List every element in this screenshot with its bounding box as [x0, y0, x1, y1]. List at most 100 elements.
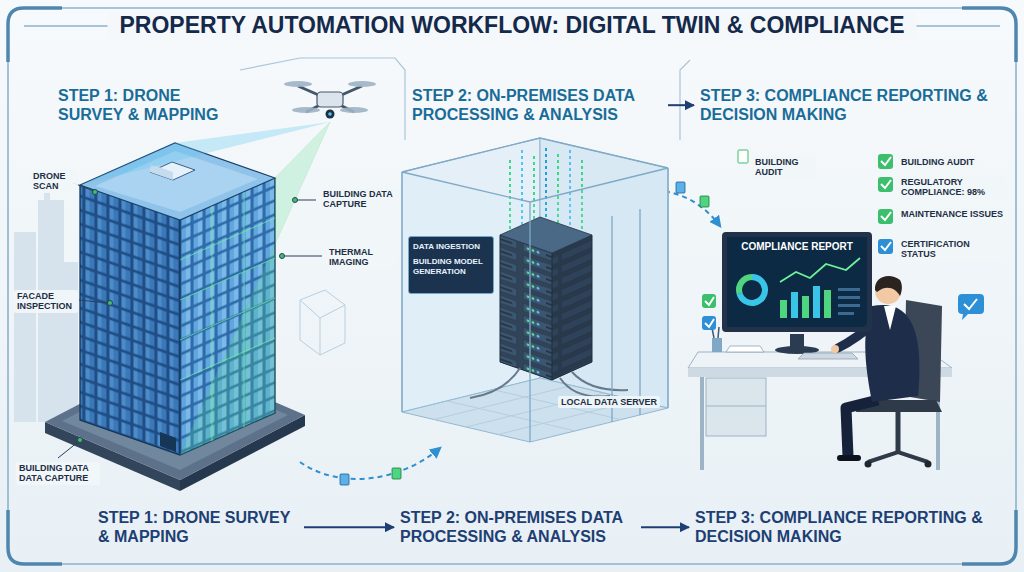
person	[884, 306, 896, 330]
node-text: COMPLIANCE REPORT	[731, 241, 863, 253]
person	[846, 400, 878, 456]
flow-arrow	[641, 526, 689, 528]
city-skyline	[14, 232, 36, 422]
leader-line	[58, 183, 322, 458]
desk	[798, 353, 858, 359]
building	[80, 185, 180, 455]
chair	[868, 452, 928, 462]
leader-line	[296, 200, 316, 201]
monitor-screen-art	[813, 286, 820, 318]
frame	[8, 510, 62, 564]
drone	[317, 92, 343, 107]
desk	[700, 376, 704, 470]
person	[831, 276, 919, 458]
frame	[8, 8, 1016, 564]
city-skyline	[14, 186, 78, 422]
callout-label: DRONE SCAN	[30, 170, 78, 193]
callout-label: BUILDING DATA DATA CAPTURE	[16, 462, 100, 485]
callout-label: THERMAL IMAGING	[326, 246, 396, 269]
node-text: STEP 1: DRONE SURVEY & MAPPING	[98, 508, 298, 546]
check-icon	[738, 150, 748, 163]
flow-arrow	[668, 104, 694, 106]
building	[80, 185, 180, 455]
check-icon	[878, 177, 893, 192]
chair	[925, 461, 932, 468]
check-icon	[705, 319, 714, 327]
node-text: BUILDING MODEL GENERATION	[413, 257, 489, 277]
node-text: STEP 2: ON-PREMISES DATA PROCESSING & AN…	[400, 508, 635, 546]
check-icon	[702, 294, 716, 308]
monitor-screen-art	[780, 258, 860, 282]
node-text: DATA INGESTION	[413, 242, 489, 252]
frame	[962, 8, 1016, 62]
check-icon	[958, 294, 984, 320]
callout-label: REGULATORY COMPLIANCE: 98%	[898, 176, 1006, 199]
monitor-screen-art	[824, 290, 831, 318]
callout-label: BUILDING AUDIT	[898, 156, 977, 168]
data-flow	[676, 182, 685, 193]
drone	[328, 112, 332, 116]
step-label: STEP 1: DRONE SURVEY & MAPPING	[98, 508, 298, 546]
scan-beam	[180, 192, 275, 441]
frame	[8, 8, 62, 62]
node-text: STEP 2: ON-PREMISES DATA PROCESSING & AN…	[412, 86, 662, 124]
scan-beam	[180, 122, 330, 455]
person	[838, 320, 878, 348]
data-flow	[392, 468, 401, 479]
drone	[326, 110, 335, 119]
glass-wall	[402, 172, 530, 442]
callout-label: BUILDING DATA CAPTURE	[320, 188, 400, 211]
step-heading: STEP 2: ON-PREMISES DATA PROCESSING & AN…	[412, 86, 662, 124]
chair	[896, 412, 901, 452]
monitor-screen-art	[727, 237, 867, 327]
screen-panel: DATA INGESTION BUILDING MODEL GENERATION	[408, 236, 494, 294]
city-skyline	[62, 262, 78, 422]
person	[831, 345, 839, 353]
step-heading: STEP 1: DRONE SURVEY & MAPPING	[58, 86, 236, 124]
step-label: STEP 2: ON-PREMISES DATA PROCESSING & AN…	[400, 508, 635, 546]
monitor-screen-art	[727, 237, 867, 327]
monitor-screen-art	[802, 296, 809, 318]
monitor-screen-art	[838, 312, 854, 315]
drone	[284, 81, 376, 119]
leader-line	[79, 300, 108, 303]
person	[875, 276, 902, 296]
check-icon	[705, 297, 714, 305]
monitor-screen-art	[739, 277, 765, 303]
monitor-screen-art	[740, 277, 766, 303]
leader-line	[93, 190, 98, 195]
wireframe	[300, 290, 345, 355]
check-icon	[881, 212, 891, 220]
leader-line	[293, 198, 298, 203]
flow-arrow	[304, 526, 394, 528]
monitor-screen-art	[838, 296, 860, 299]
check-icon	[702, 316, 716, 330]
glass-wall	[402, 138, 668, 442]
data-flow	[300, 448, 440, 479]
glass-wall	[530, 168, 668, 442]
check-icon	[881, 242, 891, 250]
leader-line	[58, 442, 78, 458]
desk	[706, 406, 766, 407]
frame	[240, 58, 405, 140]
wireframe	[300, 290, 345, 355]
check-icon	[878, 154, 893, 169]
callout-label: LOCAL DATA SERVER	[558, 396, 660, 408]
leader-line	[283, 256, 322, 257]
drone	[284, 81, 312, 87]
callout-label: MAINTENANCE ISSUES	[898, 208, 1006, 220]
frame	[680, 60, 690, 140]
desk	[790, 334, 804, 348]
diagram-title: PROPERTY AUTOMATION WORKFLOW: DIGITAL TW…	[108, 12, 917, 40]
scan-beam	[80, 122, 330, 455]
check-icon	[881, 157, 891, 165]
callout-label: CERTIFICATION STATUS	[898, 238, 1006, 261]
monitor-screen-art	[791, 292, 798, 318]
desk	[726, 346, 764, 352]
node-text: STEP 3: COMPLIANCE REPORTING & DECISION …	[700, 86, 988, 124]
leader-line	[280, 254, 285, 259]
leader-line	[78, 438, 83, 443]
step-heading: STEP 3: COMPLIANCE REPORTING & DECISION …	[700, 86, 988, 124]
monitor-screen: COMPLIANCE REPORT	[722, 232, 872, 332]
step-label: STEP 3: COMPLIANCE REPORTING & DECISION …	[695, 508, 983, 546]
